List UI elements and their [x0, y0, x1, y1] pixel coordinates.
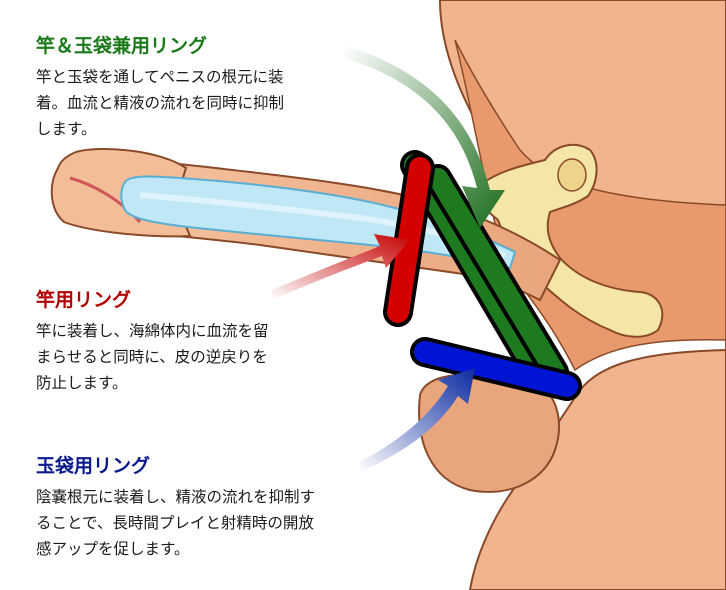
scrotum: [418, 372, 560, 493]
arrow-shaft: [272, 234, 410, 300]
combo-desc-line: します。: [36, 120, 97, 138]
combo-ring-title: 竿＆玉袋兼用リング: [36, 35, 208, 57]
combo-ring-description: 竿と玉袋を通してペニスの根元に装 着。血流と精液の流れを同時に抑制 します。: [36, 64, 376, 142]
scrotal-ring-description: 陰嚢根元に装着し、精液の流れを抑制す ることで、長時間プレイと射精時の開放 感ア…: [36, 484, 396, 562]
combo-desc-line: 竿と玉袋を通してペニスの根元に装: [36, 68, 284, 86]
label-combo-ring: 竿＆玉袋兼用リング 竿と玉袋を通してペニスの根元に装 着。血流と精液の流れを同時…: [36, 34, 376, 142]
shaft-desc-line: 竿に装着し、海綿体内に血流を留: [36, 322, 269, 340]
arrow-scrotal: [360, 368, 475, 472]
scrotal-ring-title: 玉袋用リング: [36, 455, 151, 477]
scrotal-desc-line: 感アップを促します。: [36, 540, 190, 558]
shaft-ring-title: 竿用リング: [36, 289, 132, 311]
scrotal-desc-line: 陰嚢根元に装着し、精液の流れを抑制す: [36, 488, 316, 506]
combo-desc-line: 着。血流と精液の流れを同時に抑制: [36, 94, 285, 112]
label-shaft-ring: 竿用リング 竿に装着し、海綿体内に血流を留 まらせると同時に、皮の逆戻りを 防止…: [36, 288, 366, 396]
arrow-combo: [345, 45, 505, 228]
scrotal-desc-line: ることで、長時間プレイと射精時の開放: [36, 514, 314, 532]
shaft-desc-line: 防止します。: [36, 374, 128, 392]
shaft-desc-line: まらせると同時に、皮の逆戻りを: [36, 348, 268, 366]
label-scrotal-ring: 玉袋用リング 陰嚢根元に装着し、精液の流れを抑制す ることで、長時間プレイと射精…: [36, 454, 396, 562]
shaft-ring-description: 竿に装着し、海綿体内に血流を留 まらせると同時に、皮の逆戻りを 防止します。: [36, 318, 366, 396]
